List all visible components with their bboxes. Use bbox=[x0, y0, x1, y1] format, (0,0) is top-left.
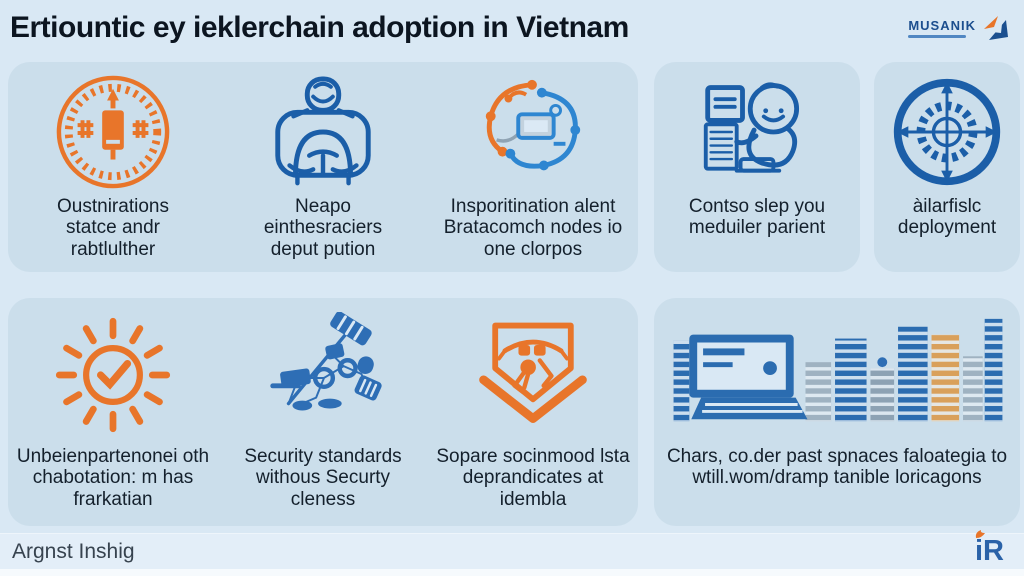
footer-source-text: Argnst Inshig bbox=[12, 539, 135, 563]
connected-devices-icon bbox=[259, 308, 387, 442]
panel-caption: Security standards withous Securty clene… bbox=[244, 446, 402, 510]
robot-figure-icon bbox=[263, 72, 383, 192]
brand-tagline-bar bbox=[908, 35, 967, 38]
panel-caption: Neapo einthesraciers deput pution bbox=[263, 196, 383, 260]
panel-person-computer: Contso slep you meduiler parient bbox=[654, 62, 860, 272]
panel-compass: àilarfislc deployment bbox=[874, 62, 1020, 272]
panel-caption: Contso slep you meduiler parient bbox=[688, 196, 826, 239]
footer: Argnst Inshig iR bbox=[0, 530, 1024, 569]
panel-robot: Neapo einthesraciers deput pution bbox=[218, 62, 428, 272]
brand-logo: MUSANIK bbox=[908, 14, 1014, 42]
brand-name: MUSANIK bbox=[908, 18, 976, 33]
panel-caption: àilarfislc deployment bbox=[897, 196, 997, 239]
brand-bird-icon bbox=[982, 14, 1010, 42]
footer-logo-text: iR bbox=[975, 535, 1004, 567]
city-computer-icon bbox=[669, 308, 1005, 442]
certificate-seal-icon bbox=[54, 72, 172, 192]
circuit-network-icon bbox=[469, 72, 597, 192]
card-top-mid: Contso slep you meduiler parient bbox=[654, 62, 860, 272]
panel-sun-check: Unbeienpartenonei oth chabotation: m has… bbox=[8, 298, 218, 526]
panel-city-computer: Chars, co.der past spnaces faloategia to… bbox=[654, 298, 1020, 526]
shield-drone-icon bbox=[470, 308, 596, 442]
panel-caption: Unbeienpartenonei oth chabotation: m has… bbox=[16, 446, 210, 510]
card-bottom-left: Unbeienpartenonei oth chabotation: m has… bbox=[8, 298, 638, 526]
card-top-left: Oustnirations statce andr rabtlulther Ne… bbox=[8, 62, 638, 272]
panel-connected-devices: Security standards withous Securty clene… bbox=[218, 298, 428, 526]
footer-logo: iR bbox=[975, 530, 1012, 567]
footer-bottom-strip bbox=[0, 569, 1024, 576]
panel-caption: Oustnirations statce andr rabtlulther bbox=[57, 196, 169, 260]
flame-icon bbox=[973, 528, 987, 540]
person-computer-icon bbox=[694, 72, 820, 192]
panel-certification: Oustnirations statce andr rabtlulther bbox=[8, 62, 218, 272]
header: Ertiountic ey ieklerchain adoption in Vi… bbox=[0, 0, 1024, 56]
page-title: Ertiountic ey ieklerchain adoption in Vi… bbox=[10, 11, 629, 44]
panel-shield-drone: Sopare socinmood lsta deprandicates at i… bbox=[428, 298, 638, 526]
card-top-right: àilarfislc deployment bbox=[874, 62, 1020, 272]
panel-caption: Sopare socinmood lsta deprandicates at i… bbox=[436, 446, 630, 510]
panel-circuit: Insporitination alent Bratacomch nodes i… bbox=[428, 62, 638, 272]
card-bottom-right: Chars, co.der past spnaces faloategia to… bbox=[654, 298, 1020, 526]
compass-icon bbox=[889, 72, 1005, 192]
panel-caption: Insporitination alent Bratacomch nodes i… bbox=[443, 196, 623, 260]
panel-caption: Chars, co.der past spnaces faloategia to… bbox=[666, 446, 1008, 489]
sun-checkmark-icon bbox=[51, 308, 175, 442]
